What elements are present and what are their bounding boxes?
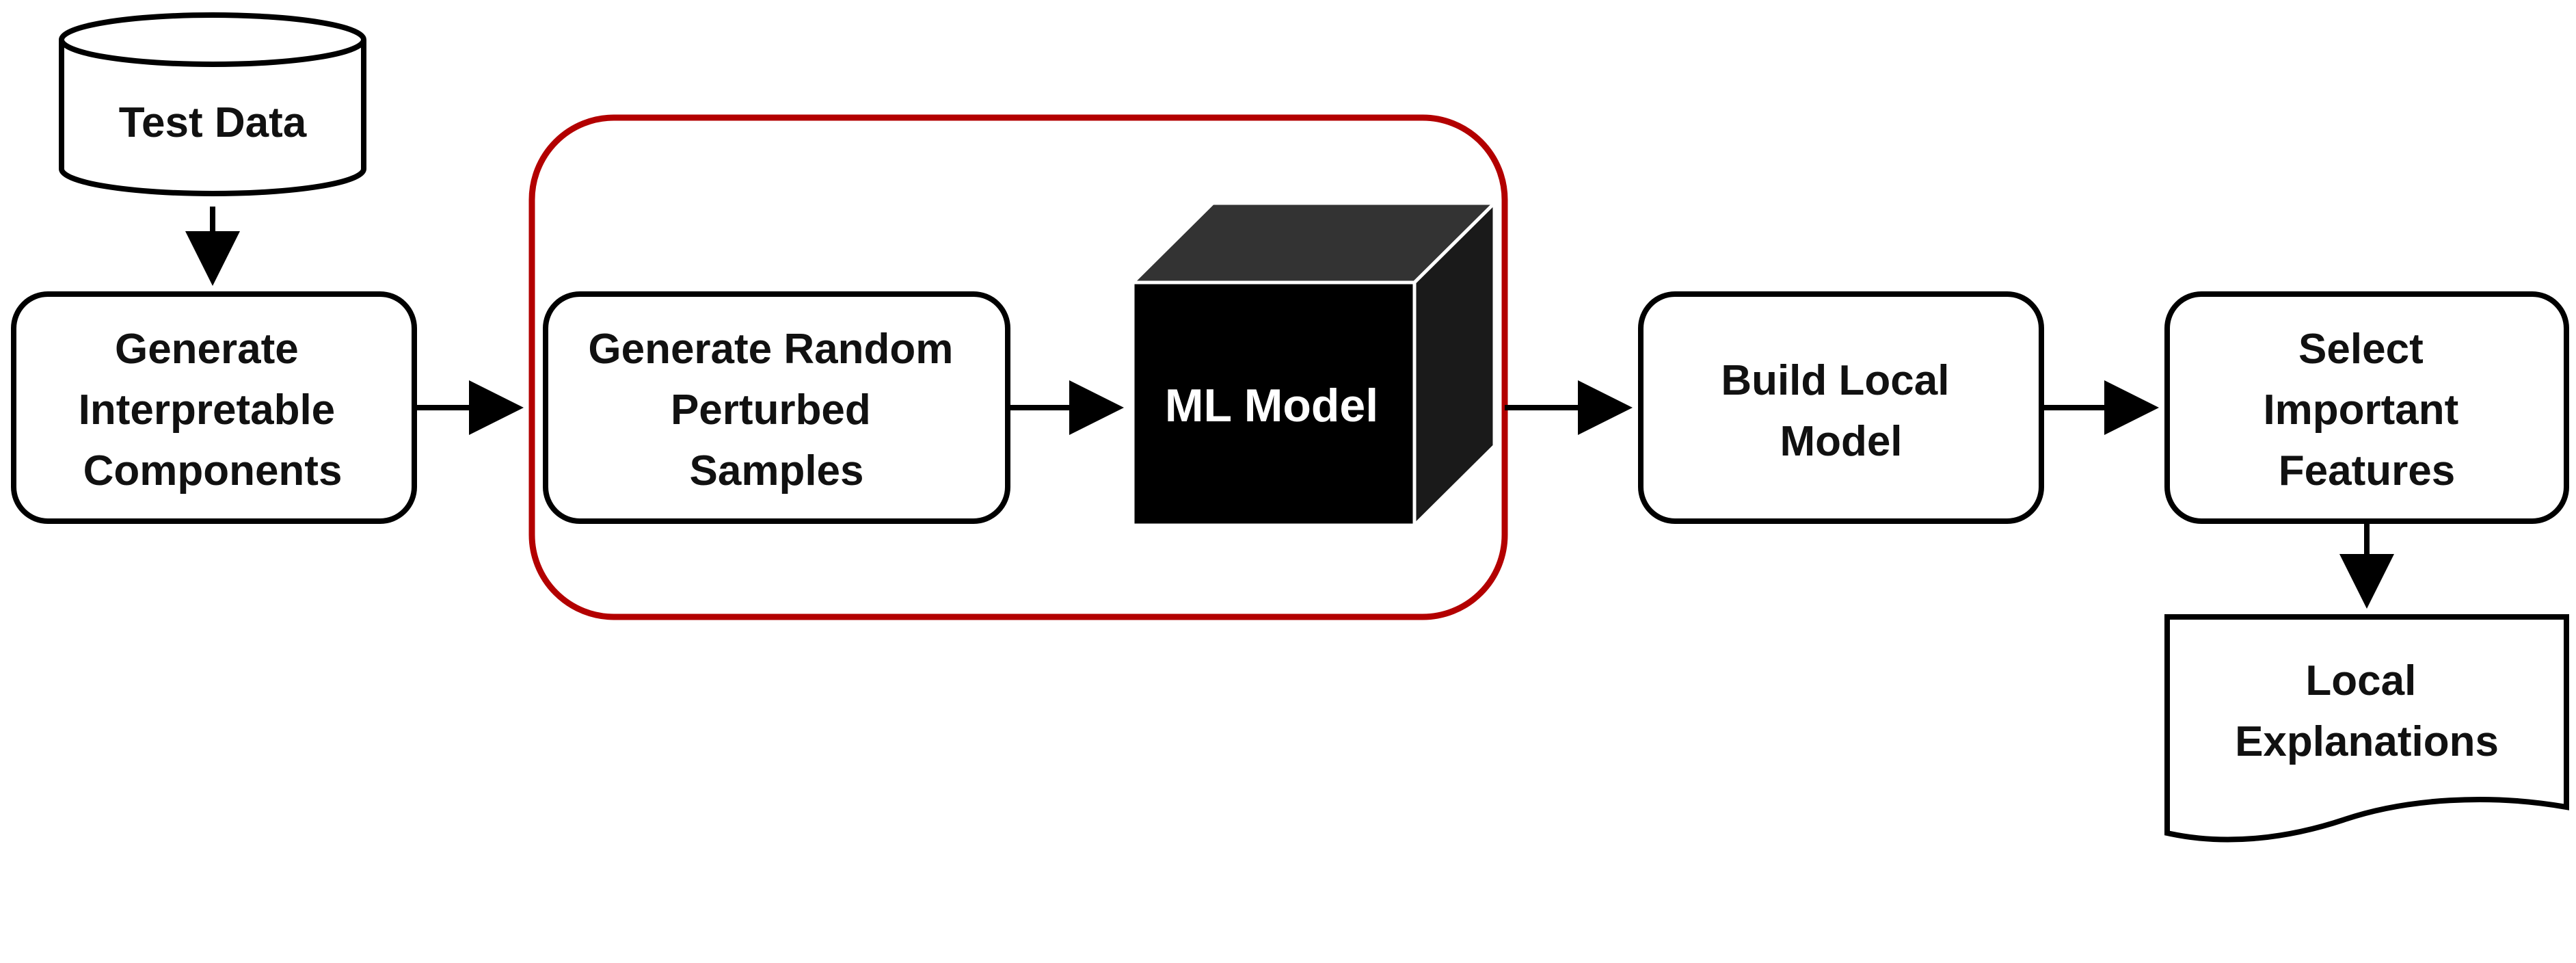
highlight-group-border — [528, 114, 1508, 620]
generate-interpretable-line-2: Interpretable — [79, 386, 336, 434]
ml-model-cube-front — [1131, 280, 1417, 527]
svg-text:Test Data: Test Data — [119, 99, 307, 146]
generate-random-perturbed-samples-box: Generate Random Perturbed Samples — [543, 291, 1010, 524]
svg-text:Local Explanations: Local Explanations — [2235, 657, 2499, 765]
svg-text:Build Local Model: Build Local Model — [1721, 357, 1961, 465]
select-features-line-2: Important — [2263, 386, 2458, 434]
build-local-line-2: Model — [1780, 418, 1902, 465]
generate-interpretable-line-3: Components — [83, 447, 343, 494]
local-explanations-line-2: Explanations — [2235, 718, 2499, 765]
select-important-features-box: Select Important Features — [2164, 291, 2569, 524]
test-data-label: Test Data — [119, 99, 307, 146]
generate-random-line-1: Generate Random — [588, 326, 953, 373]
ml-model-cube: ML Model — [1128, 199, 1499, 529]
test-data-database: Test Data — [59, 12, 366, 196]
svg-text:Select Important F: Select Important Features — [2263, 326, 2470, 494]
generate-random-line-2: Perturbed — [671, 386, 871, 434]
generate-random-line-3: Samples — [689, 447, 863, 494]
generate-interpretable-components-box: Generate Interpretable Components — [11, 291, 417, 524]
build-local-model-box: Build Local Model — [1638, 291, 2044, 524]
local-explanations-line-1: Local — [2305, 657, 2416, 704]
svg-text:ML Model: ML Model — [1165, 380, 1378, 432]
svg-text:Generate Random Perturbe: Generate Random Perturbed Samples — [588, 326, 965, 494]
build-local-line-1: Build Local — [1721, 357, 1949, 404]
local-explanations-document: Local Explanations — [2164, 614, 2569, 843]
generate-interpretable-line-1: Generate — [115, 326, 299, 373]
ml-model-label: ML Model — [1165, 380, 1378, 432]
svg-text:Generate Interpretable: Generate Interpretable Components — [79, 326, 347, 494]
select-features-line-3: Features — [2279, 447, 2455, 494]
select-features-line-1: Select — [2298, 326, 2424, 373]
